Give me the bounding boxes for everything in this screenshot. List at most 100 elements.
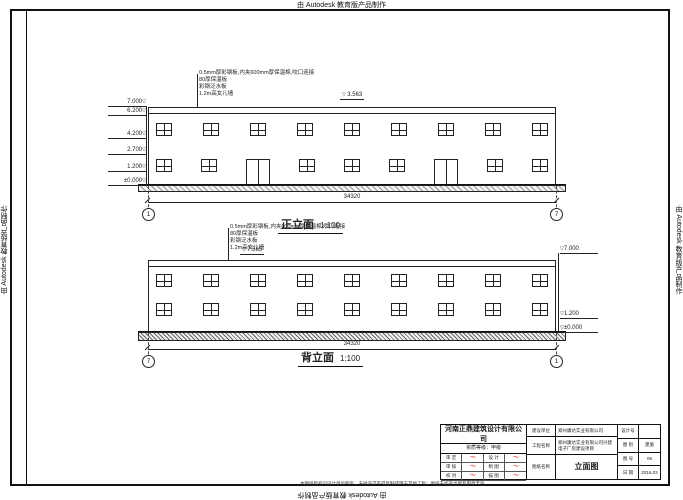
window xyxy=(250,274,266,287)
annotation-line: 0.5mm厚彩钢板,内夹600mm厚保温棉,咬口连接 xyxy=(230,224,346,230)
binding-margin-line xyxy=(26,9,27,486)
signature-cell: ～ xyxy=(462,454,484,463)
back-axis-line-left xyxy=(148,333,149,359)
title-block: 河南正鼎建筑设计有限公司 资质等级：甲级 审 定～设 计～审 核～制 图～校 对… xyxy=(440,424,661,481)
level-triangle-icon: ▽ xyxy=(560,325,564,331)
front-ridge-level-marker: 3.563 xyxy=(340,91,365,100)
title-block-number-column: 设计号 图 别 建施 图 号 06 日 期 2016.03 xyxy=(618,425,660,479)
window xyxy=(156,303,172,316)
back-upper-window-row xyxy=(156,274,548,288)
owner-label: 建设单位 xyxy=(527,425,556,436)
level-triangle-icon: ▽ xyxy=(560,245,564,252)
front-plinth-hatch xyxy=(138,185,566,192)
front-axis-bubble-left: 1 xyxy=(142,208,155,221)
front-parapet-line xyxy=(148,113,556,114)
window xyxy=(391,123,407,136)
title-block-project-column: 建设单位 郑州康达实业有限公司 工程名称 郑州康达实业有限公司兴建电子厂房建设项… xyxy=(527,425,618,479)
date-label: 日 期 xyxy=(618,466,639,479)
annotation-line: 80厚保温板 xyxy=(199,77,228,83)
autodesk-watermark-right: 由 Autodesk 教育版产品制作 xyxy=(675,205,682,295)
autodesk-watermark-left: 由 Autodesk 教育版产品制作 xyxy=(1,205,8,295)
front-elevation-scale: 1:100 xyxy=(320,221,341,230)
annotation-line: 彩钢泛水板 xyxy=(199,84,227,90)
project-label: 工程名称 xyxy=(527,437,556,454)
design-no-label: 设计号 xyxy=(618,425,639,438)
window xyxy=(250,123,266,136)
window xyxy=(532,123,548,136)
signature-label: 审 定 xyxy=(441,454,463,463)
red-signature-scribble: ～ xyxy=(469,455,476,461)
back-total-width-dim: 34320 xyxy=(343,341,361,347)
front-elevation-title-text: 正立面 xyxy=(281,219,314,231)
level-triangle-icon: ▽ xyxy=(560,311,564,318)
signature-label: 审 核 xyxy=(441,463,463,472)
window xyxy=(156,123,172,136)
autodesk-watermark-top: 由 Autodesk 教育版产品制作 xyxy=(296,2,387,9)
window xyxy=(438,123,454,136)
window xyxy=(203,303,219,316)
sheet-no-row: 图 号 06 xyxy=(618,452,660,467)
red-signature-scribble: ～ xyxy=(469,464,476,470)
window xyxy=(344,303,360,316)
level-triangle-icon: ▽ xyxy=(142,107,146,114)
red-signature-scribble: ～ xyxy=(512,464,519,470)
red-signature-scribble: ～ xyxy=(469,473,476,479)
level-marker: ▽±0.000 xyxy=(560,324,598,333)
project-row: 工程名称 郑州康达实业有限公司兴建电子厂房建设项目 xyxy=(527,437,617,455)
signature-cell: ～ xyxy=(504,463,526,472)
sheet-type-value: 建施 xyxy=(645,442,654,448)
owner-value: 郑州康达实业有限公司 xyxy=(558,427,603,433)
window xyxy=(532,303,548,316)
signature-cell: ～ xyxy=(462,463,484,472)
window xyxy=(391,303,407,316)
autodesk-watermark-bottom: 由 Autodesk 教育版产品制作 xyxy=(296,491,387,498)
window xyxy=(438,303,454,316)
window xyxy=(344,274,360,287)
window xyxy=(297,303,313,316)
annotation-line: 彩钢泛水板 xyxy=(230,238,258,244)
window xyxy=(389,159,405,172)
back-elevation-scale: 1:100 xyxy=(340,354,361,363)
level-triangle-icon: ▽ xyxy=(142,130,146,137)
front-axis-bubble-right: 7 xyxy=(550,208,563,221)
annotation-line: 0.5mm厚彩钢板,内夹600mm厚保温棉,咬口连接 xyxy=(199,70,315,76)
company-qualification: 资质等级：甲级 xyxy=(441,444,526,454)
back-dimension-line xyxy=(148,349,556,350)
annotation-line: 1.2m高女儿墙 xyxy=(199,91,234,97)
back-plinth-hatch xyxy=(138,332,566,341)
back-axis-bubble-left: 7 xyxy=(142,355,155,368)
level-marker: ▽1.200 xyxy=(560,310,598,320)
project-value: 郑州康达实业有限公司兴建电子厂房建设项目 xyxy=(558,440,612,451)
level-marker: ±0.000▽ xyxy=(108,177,146,186)
level-triangle-icon: ▽ xyxy=(142,164,146,171)
level-marker: 6.200▽ xyxy=(108,107,146,116)
window xyxy=(344,123,360,136)
signature-label: 设 计 xyxy=(483,454,505,463)
level-marker: 4.200▽ xyxy=(108,130,146,139)
window xyxy=(485,123,501,136)
window xyxy=(297,123,313,136)
back-elevation-title-text: 背立面 xyxy=(301,352,334,364)
window xyxy=(485,303,501,316)
back-ground-line xyxy=(138,331,566,332)
window xyxy=(299,159,315,172)
level-marker: ▽7.000 xyxy=(560,245,598,254)
front-lower-window-door-row xyxy=(156,159,548,185)
window xyxy=(203,123,219,136)
back-elevation-title: 背立面 1:100 xyxy=(298,349,364,367)
level-triangle-icon: ▽ xyxy=(142,178,146,184)
design-company-name: 河南正鼎建筑设计有限公司 xyxy=(441,425,526,444)
back-building-outline xyxy=(148,260,556,332)
window xyxy=(487,159,503,172)
back-level-guide-line xyxy=(558,253,559,332)
window xyxy=(344,159,360,172)
back-axis-bubble-right: 1 xyxy=(550,355,563,368)
window xyxy=(250,303,266,316)
level-marker: 1.200▽ xyxy=(108,163,146,173)
front-level-guide-line xyxy=(146,106,147,185)
sheet-no-value: 06 xyxy=(646,456,652,462)
design-no-row: 设计号 xyxy=(618,425,660,439)
window xyxy=(201,159,217,172)
front-axis-line-right xyxy=(556,186,557,212)
